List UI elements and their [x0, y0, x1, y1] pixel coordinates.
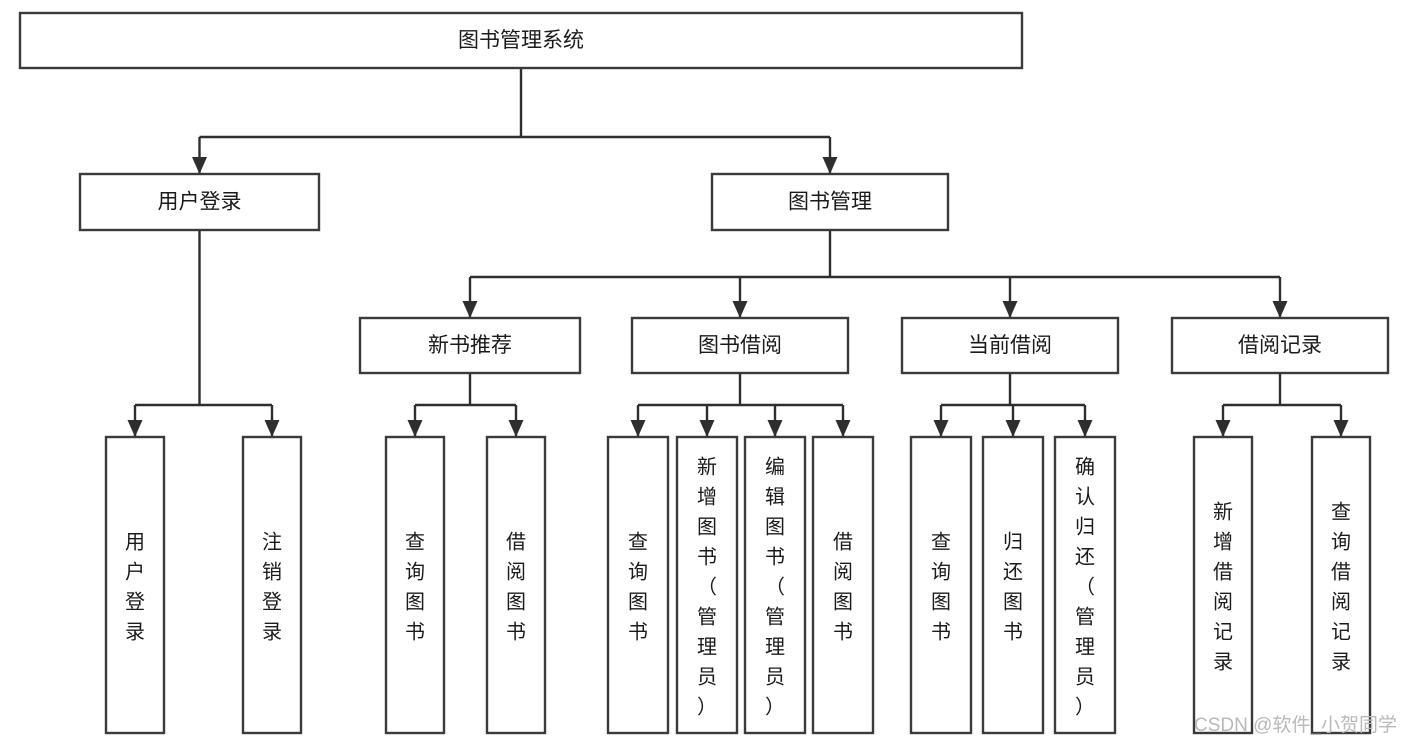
node-leaf-borrow-book[interactable]: 借阅图书: [811, 435, 875, 735]
node-box-leaf-query-book-recommend[interactable]: [384, 435, 446, 735]
arrow-head-icon: [192, 157, 207, 174]
node-box-leaf-add-borrow-record[interactable]: [1192, 435, 1254, 735]
node-leaf-add-borrow-record[interactable]: 新增借阅记录: [1192, 435, 1254, 735]
arrow-head-icon: [1272, 301, 1288, 318]
node-label-leaf-query-borrow-record: 查询借阅记录: [1331, 500, 1351, 673]
node-box-leaf-return-book[interactable]: [981, 435, 1045, 735]
node-box-book-manage[interactable]: [710, 172, 950, 232]
node-label-borrow-record: 借阅记录: [1238, 334, 1322, 357]
node-box-leaf-user-login[interactable]: [104, 435, 166, 735]
node-box-leaf-query-borrow-record[interactable]: [1310, 435, 1372, 735]
node-current-borrow[interactable]: 当前借阅: [900, 316, 1120, 375]
node-user-login[interactable]: 用户登录: [78, 172, 321, 232]
arrow-head-icon: [1215, 420, 1231, 437]
arrow-head-icon: [1005, 420, 1021, 437]
node-label-leaf-query-book-recommend: 查询图书: [405, 530, 425, 643]
node-label-leaf-borrow-book-recommend: 借阅图书: [506, 530, 526, 643]
node-box-leaf-edit-book-admin[interactable]: [743, 435, 807, 735]
node-leaf-query-book-recommend[interactable]: 查询图书: [384, 435, 446, 735]
node-label-leaf-return-book: 归还图书: [1003, 530, 1023, 643]
node-box-leaf-add-book-admin[interactable]: [675, 435, 739, 735]
node-leaf-query-book-borrow[interactable]: 查询图书: [606, 435, 670, 735]
arrow-head-icon: [835, 420, 851, 437]
node-leaf-edit-book-admin[interactable]: 编辑图书（管理员）: [743, 435, 807, 735]
node-box-borrow-record[interactable]: [1170, 316, 1390, 375]
node-layer: 图书管理系统用户登录图书管理新书推荐图书借阅当前借阅借阅记录用户登录注销登录查询…: [18, 11, 1390, 735]
arrow-head-icon: [1333, 420, 1349, 437]
node-leaf-query-book-current[interactable]: 查询图书: [909, 435, 973, 735]
arrow-head-icon: [508, 420, 524, 437]
node-leaf-user-login[interactable]: 用户登录: [104, 435, 166, 735]
node-box-user-login[interactable]: [78, 172, 321, 232]
node-box-leaf-borrow-book-recommend[interactable]: [485, 435, 547, 735]
node-box-book-borrow[interactable]: [630, 316, 850, 375]
arrow-head-icon: [933, 420, 949, 437]
arrow-head-icon: [732, 301, 748, 318]
node-label-leaf-user-login: 用户登录: [125, 531, 145, 643]
arrow-head-icon: [407, 420, 423, 437]
node-label-leaf-query-book-borrow: 查询图书: [628, 530, 648, 643]
node-label-root: 图书管理系统: [458, 29, 584, 52]
arrow-head-icon: [767, 420, 783, 437]
node-label-leaf-logout: 注销登录: [262, 530, 282, 643]
arrow-head-icon: [1077, 420, 1093, 437]
node-leaf-return-book[interactable]: 归还图书: [981, 435, 1045, 735]
node-label-new-book-recommend: 新书推荐: [428, 334, 512, 357]
arrow-head-icon: [127, 420, 143, 437]
node-label-leaf-confirm-return-admin: 确认归还（管理员）: [1075, 455, 1095, 718]
csdn-watermark: CSDN @软件_小贺同学: [1194, 714, 1397, 736]
node-box-leaf-query-book-current[interactable]: [909, 435, 973, 735]
node-box-leaf-logout[interactable]: [241, 435, 303, 735]
arrow-head-icon: [822, 157, 838, 174]
node-leaf-add-book-admin[interactable]: 新增图书（管理员）: [675, 435, 739, 735]
node-leaf-confirm-return-admin[interactable]: 确认归还（管理员）: [1053, 435, 1117, 735]
node-leaf-logout[interactable]: 注销登录: [241, 435, 303, 735]
node-box-leaf-borrow-book[interactable]: [811, 435, 875, 735]
node-borrow-record[interactable]: 借阅记录: [1170, 316, 1390, 375]
node-box-leaf-query-book-borrow[interactable]: [606, 435, 670, 735]
node-label-leaf-add-book-admin: 新增图书（管理员）: [697, 455, 717, 718]
node-label-current-borrow: 当前借阅: [968, 334, 1052, 357]
node-label-leaf-edit-book-admin: 编辑图书（管理员）: [765, 455, 785, 718]
node-label-book-manage: 图书管理: [788, 191, 872, 214]
arrow-head-icon: [264, 420, 280, 437]
arrow-head-icon: [699, 420, 715, 437]
arrow-head-icon: [1002, 301, 1018, 318]
node-leaf-query-borrow-record[interactable]: 查询借阅记录: [1310, 435, 1372, 735]
node-book-manage[interactable]: 图书管理: [710, 172, 950, 232]
node-box-current-borrow[interactable]: [900, 316, 1120, 375]
node-root[interactable]: 图书管理系统: [18, 11, 1024, 70]
node-box-new-book-recommend[interactable]: [358, 316, 582, 375]
arrow-head-icon: [630, 420, 646, 437]
node-label-leaf-borrow-book: 借阅图书: [833, 530, 853, 643]
node-leaf-borrow-book-recommend[interactable]: 借阅图书: [485, 435, 547, 735]
arrow-head-icon: [462, 301, 478, 318]
node-new-book-recommend[interactable]: 新书推荐: [358, 316, 582, 375]
node-box-leaf-confirm-return-admin[interactable]: [1053, 435, 1117, 735]
node-book-borrow[interactable]: 图书借阅: [630, 316, 850, 375]
node-box-root[interactable]: [18, 11, 1024, 70]
connector-layer: [127, 68, 1349, 437]
node-label-user-login: 用户登录: [158, 191, 242, 214]
node-label-leaf-query-book-current: 查询图书: [931, 530, 951, 643]
node-label-leaf-add-borrow-record: 新增借阅记录: [1213, 500, 1233, 673]
node-label-book-borrow: 图书借阅: [698, 334, 782, 357]
